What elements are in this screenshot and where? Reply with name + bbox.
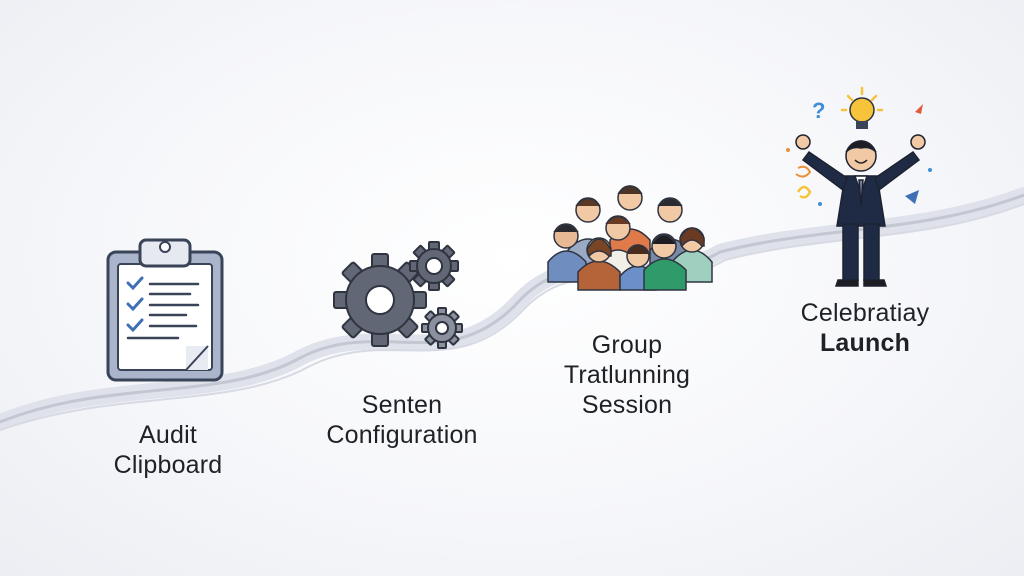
step-label-config: Senten Configuration <box>312 390 492 450</box>
step-label-audit: Audit Clipboard <box>100 420 236 480</box>
step-label-training: Group Tratlunning Session <box>542 330 712 420</box>
step-training-line-3: Session <box>581 391 673 419</box>
step-training-line-2: Tratlunning <box>563 361 691 389</box>
step-config-line-2: Configuration <box>326 421 478 449</box>
lightbulb-icon <box>840 86 884 129</box>
step-training-line-1: Group <box>591 331 663 359</box>
step-audit-line-2: Clipboard <box>113 451 223 479</box>
step-launch-line-1: Celebratiay <box>800 299 930 327</box>
step-audit-line-1: Audit <box>139 421 197 449</box>
step-label-launch: Celebratiay Launch <box>784 298 946 358</box>
step-launch-line-2: Launch <box>819 329 911 357</box>
step-config-line-1: Senten <box>361 391 443 419</box>
svg-text:?: ? <box>812 98 825 123</box>
